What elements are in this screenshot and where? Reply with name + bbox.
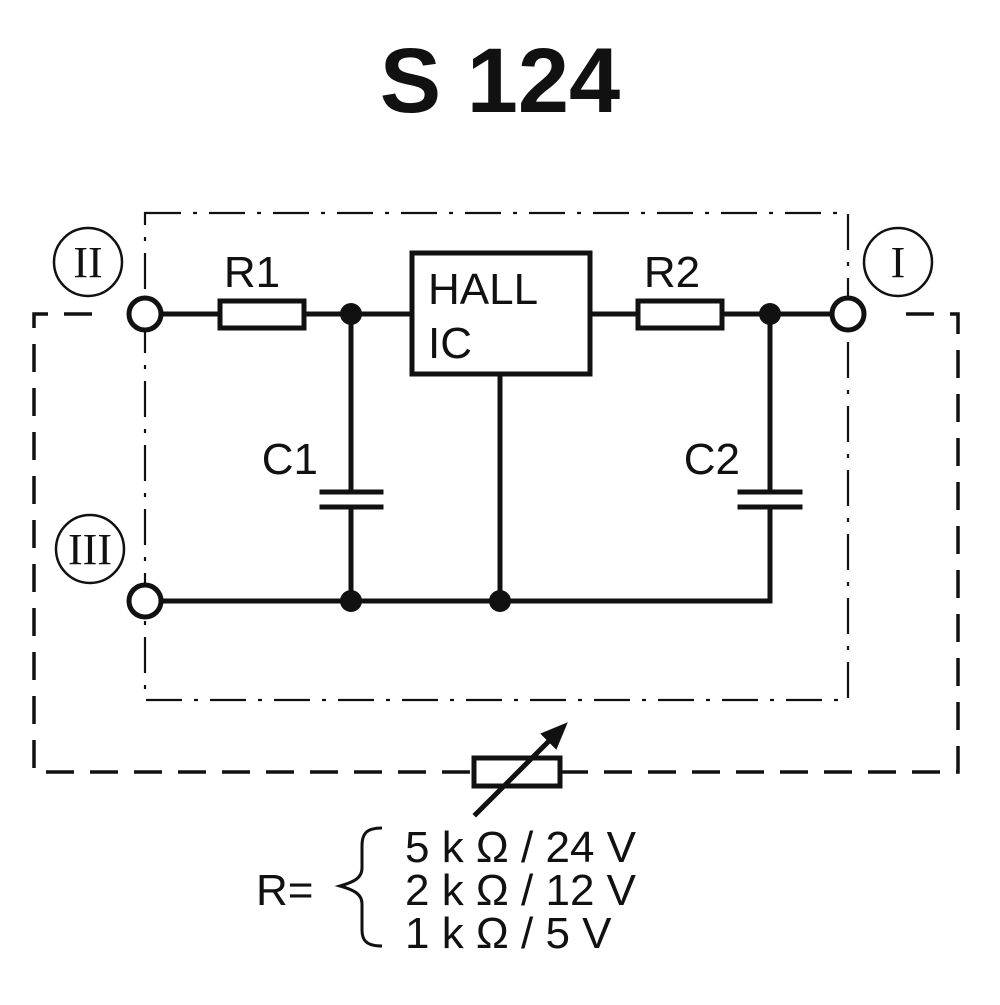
hall-ic-box xyxy=(409,250,593,377)
resistor-r2 xyxy=(635,298,725,331)
variable-resistor-arrow-shaft xyxy=(472,730,560,818)
terminal-ii-connector xyxy=(126,295,164,333)
r1-label: R1 xyxy=(224,248,280,297)
resistor-option: 2 k Ω / 12 V xyxy=(405,866,637,915)
junction-dot xyxy=(489,590,511,612)
variable-resistor-arrow-head xyxy=(540,722,568,750)
c1-label: C1 xyxy=(262,435,318,484)
hall-ic-label-line1: HALL xyxy=(428,265,538,314)
diagram-title: S 124 xyxy=(380,30,620,132)
terminal-iii-badge xyxy=(54,513,126,585)
terminal-iii-connector xyxy=(126,582,164,620)
terminal-i-connector xyxy=(829,295,867,333)
terminal-i-label: I xyxy=(891,238,906,287)
junction-dot xyxy=(340,590,362,612)
terminal-ii-badge xyxy=(52,226,124,298)
junction-dot xyxy=(759,303,781,325)
junction-dot xyxy=(340,303,362,325)
r2-label: R2 xyxy=(644,248,700,297)
terminal-ii-label: II xyxy=(73,238,102,287)
resistor-option: 5 k Ω / 24 V xyxy=(405,823,637,872)
resistor-r1 xyxy=(217,298,307,331)
resistor-label: R= xyxy=(256,866,313,915)
hall-ic-label-line2: IC xyxy=(428,319,472,368)
terminal-i-badge xyxy=(862,226,934,298)
c2-label: C2 xyxy=(684,435,740,484)
brace-icon xyxy=(334,826,383,948)
external-loop-right xyxy=(560,312,960,774)
external-loop-left xyxy=(32,312,474,774)
terminal-iii-label: III xyxy=(68,525,112,574)
resistor-option: 1 k Ω / 5 V xyxy=(405,909,612,958)
module-boundary xyxy=(143,211,850,702)
